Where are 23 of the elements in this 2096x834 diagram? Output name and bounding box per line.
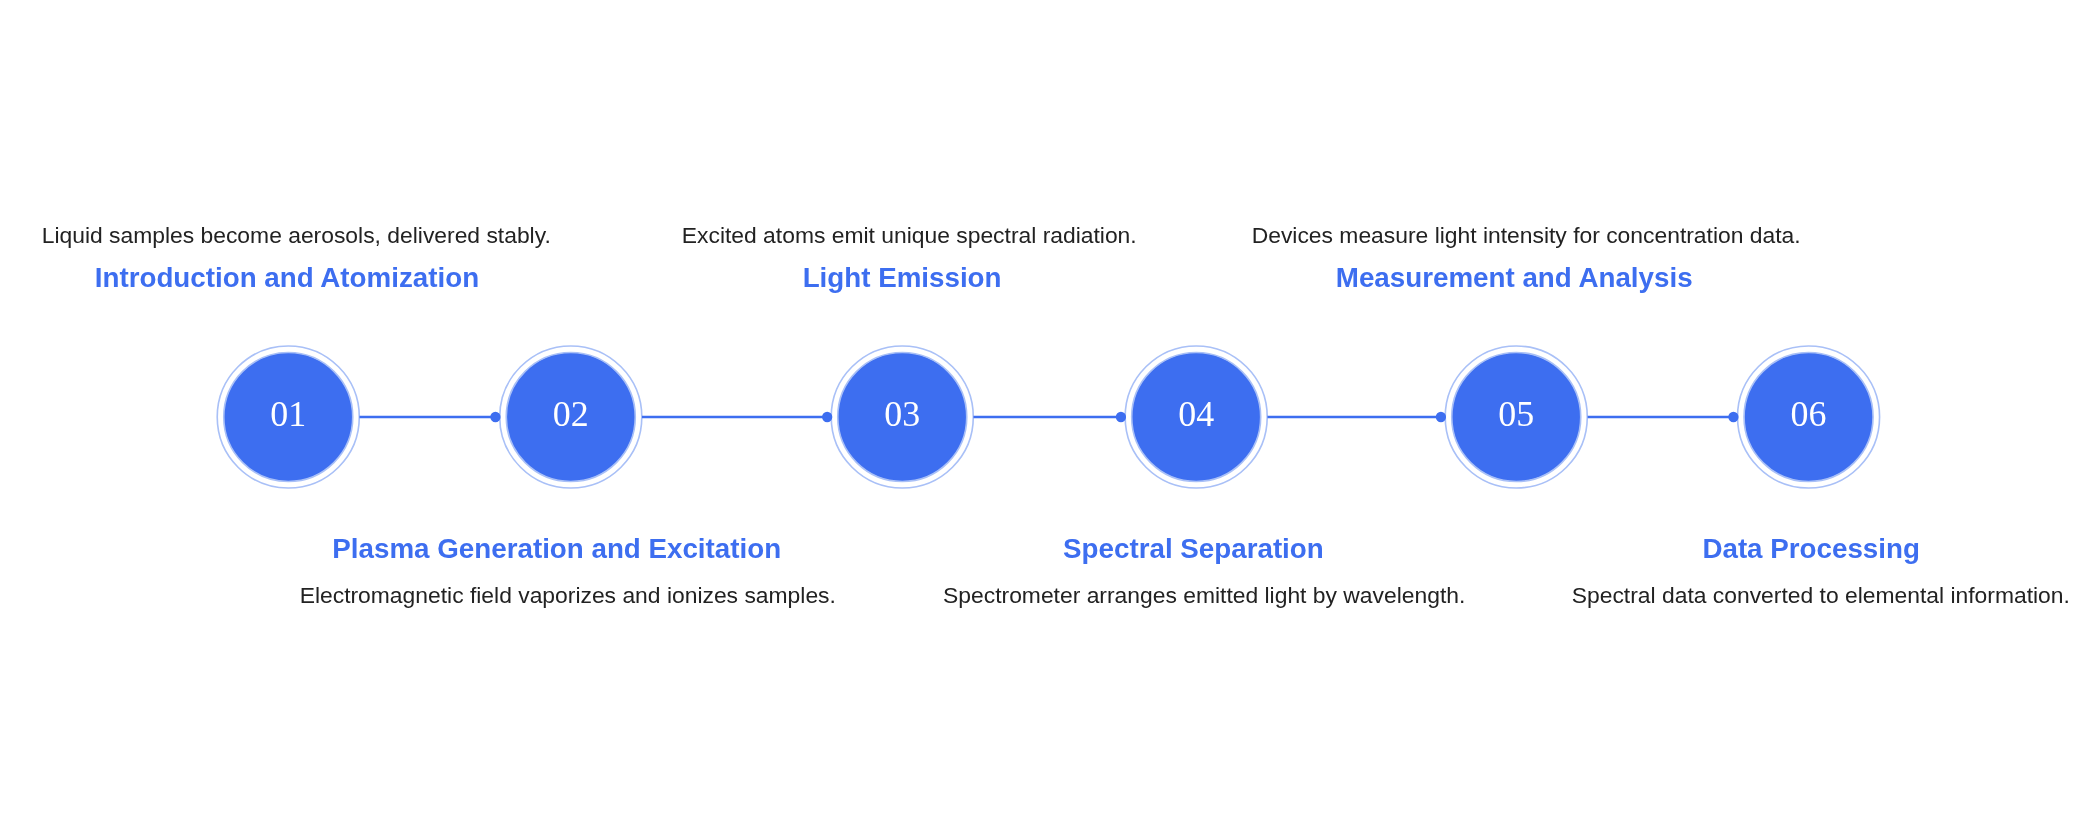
connector — [1587, 411, 1739, 423]
node-label: Devices measure light intensity for concentration data. — [1251, 222, 1801, 249]
node-circle: 02 — [498, 345, 643, 489]
node-circle: 05 — [1444, 345, 1589, 489]
node-label: Plasma Generation and Excitation — [332, 532, 782, 564]
node-circle: 03 — [830, 345, 975, 489]
connector — [642, 411, 833, 423]
node-circle: 06 — [1736, 345, 1881, 489]
node-circle: 04 — [1124, 345, 1269, 489]
node-label: Light Emission — [802, 261, 1002, 293]
node-label: Excited atoms emit unique spectral radiation. — [681, 222, 1137, 249]
node-label: Data Processing — [1702, 532, 1920, 564]
node-label: Spectrometer arranges emitted light by wavelength. — [943, 581, 1466, 608]
connector — [973, 411, 1127, 423]
node-label: Spectral Separation — [1063, 532, 1324, 564]
node-label: Liquid samples become aerosols, delivered stably. — [41, 222, 551, 249]
node-label: Introduction and Atomization — [94, 261, 480, 293]
connector — [1267, 411, 1447, 423]
node-label: Electromagnetic field vaporizes and ionizes samples. — [299, 581, 836, 608]
connector — [359, 411, 501, 423]
node-circle: 01 — [216, 345, 361, 489]
node-label: Measurement and Analysis — [1335, 261, 1693, 293]
node-label: Spectral data converted to elemental information. — [1571, 581, 2070, 608]
